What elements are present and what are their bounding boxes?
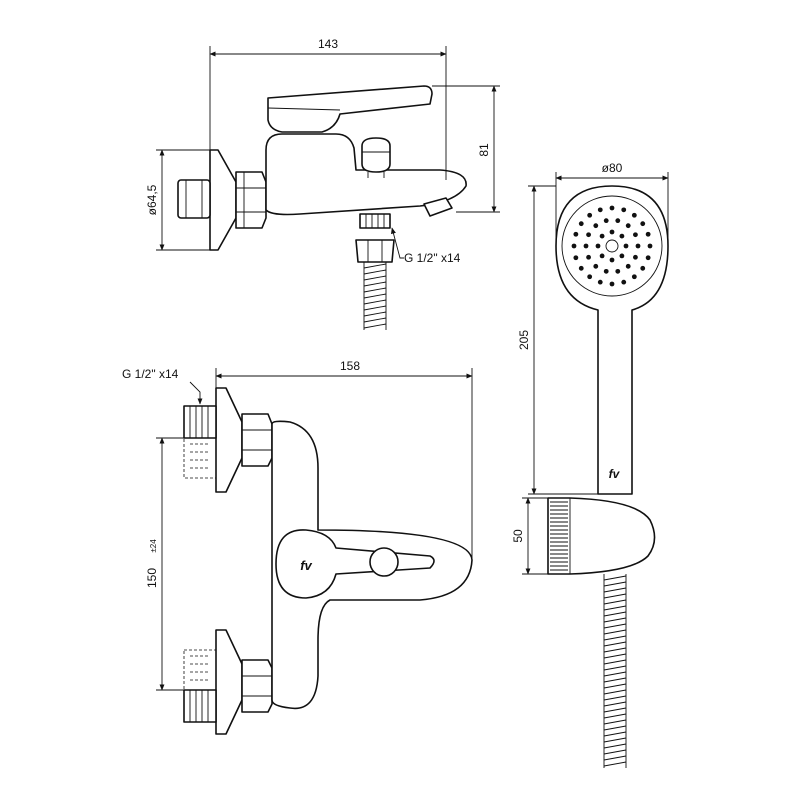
dim-flange-diameter: ø64,5 [145, 184, 159, 215]
wall-holder [547, 497, 656, 575]
dim-holder-height: 50 [511, 529, 525, 543]
nozzle [599, 253, 605, 259]
nozzle [573, 255, 579, 261]
hose-segment [363, 262, 387, 330]
shower-logo: fv [609, 467, 621, 481]
nozzle [640, 221, 646, 227]
nozzle [593, 263, 599, 269]
shower-outlet [359, 213, 391, 229]
front-lever [275, 529, 435, 599]
nozzle [609, 229, 615, 235]
nozzle [586, 254, 591, 260]
nozzle [609, 281, 615, 287]
lever-cap [369, 547, 399, 577]
nozzle [578, 265, 584, 271]
label-inlet-thread: G 1/2" x14 [122, 367, 179, 381]
diverter-knob [361, 137, 391, 173]
nozzle [615, 218, 621, 224]
nozzle [645, 231, 651, 237]
nozzle [623, 243, 629, 249]
center-nozzle-ring [605, 239, 619, 253]
shower-nozzles [571, 205, 653, 287]
nozzle [631, 274, 637, 280]
nozzle [633, 232, 638, 238]
hand-shower-view: fv ø80 205 50 [511, 161, 669, 768]
lower-inlet [183, 689, 217, 723]
shower-hose [603, 574, 627, 768]
nozzle [587, 274, 593, 280]
nozzle [615, 268, 621, 274]
dim-top-width: 143 [318, 37, 338, 51]
nozzle [635, 243, 641, 249]
nozzle [593, 223, 599, 229]
dim-front-width: 158 [340, 359, 360, 373]
label-outlet-thread: G 1/2" x14 [404, 251, 461, 265]
nozzle [609, 257, 615, 263]
mixer-body [265, 133, 467, 216]
lower-flange [215, 629, 243, 735]
lever-handle [267, 85, 433, 133]
nozzle [599, 233, 605, 239]
front-view: fv 158 G 1/2" x14 150 ±24 [122, 359, 473, 735]
nozzle [640, 265, 646, 271]
nozzle [571, 243, 577, 249]
upper-inlet [183, 405, 217, 439]
nozzle [586, 232, 591, 238]
nozzle [647, 243, 653, 249]
upper-nut [241, 413, 273, 467]
shower-head [555, 185, 669, 495]
lower-nut [241, 659, 273, 713]
nozzle [603, 268, 609, 274]
spout-outlet [423, 197, 453, 217]
dim-handshower-diameter: ø80 [602, 161, 623, 175]
hex-nut [235, 171, 267, 229]
nozzle [645, 255, 651, 261]
nozzle [597, 207, 603, 213]
holder-grip-hatching [550, 501, 568, 571]
hose-nut [355, 239, 395, 263]
nozzle [578, 221, 584, 227]
nozzle [609, 205, 615, 211]
wall-stub [177, 179, 211, 219]
top-view: 143 81 ø64,5 G 1/2" x14 [145, 37, 500, 330]
nozzle [633, 254, 638, 260]
nozzle [595, 243, 601, 249]
nozzle [573, 231, 579, 237]
nozzle [631, 212, 637, 218]
nozzle [621, 207, 627, 213]
nozzle [619, 253, 625, 259]
dim-inlet-spacing: 150 [145, 568, 159, 588]
nozzle [625, 223, 631, 229]
nozzle [625, 263, 631, 269]
wall-flange [209, 149, 237, 251]
upper-flange [215, 387, 243, 493]
nozzle [621, 279, 627, 285]
dim-inlet-tolerance: ±24 [149, 539, 158, 553]
dim-handshower-length: 205 [517, 330, 531, 350]
nozzle [583, 243, 589, 249]
front-logo: fv [300, 558, 312, 573]
nozzle [597, 279, 603, 285]
nozzle [603, 218, 609, 224]
nozzle [619, 233, 625, 239]
nozzle [587, 212, 593, 218]
dim-top-height: 81 [477, 143, 491, 157]
